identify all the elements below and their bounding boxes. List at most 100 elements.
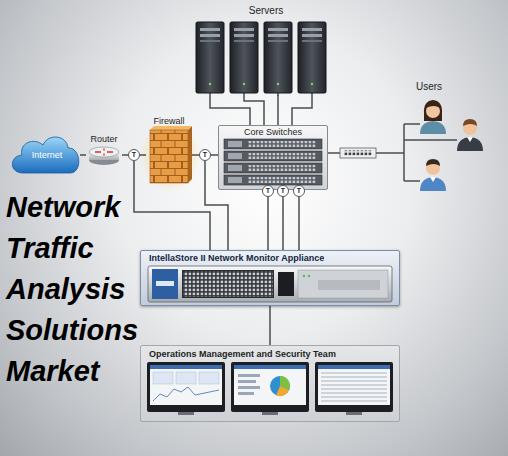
server-tower (268, 34, 288, 37)
server-tower (200, 40, 220, 42)
dashboard-monitor (315, 362, 393, 412)
dashboard-monitor (234, 365, 306, 369)
server-tower (268, 40, 288, 42)
firewall-device: Firewall (146, 116, 192, 184)
server-tower (298, 22, 326, 93)
appliance-panel: IntellaStore II Network Monitor Applianc… (140, 250, 400, 306)
server-tower (200, 28, 220, 31)
tap-marker: T (277, 185, 289, 197)
dashboard-monitor (199, 372, 219, 384)
user-icon (420, 100, 446, 134)
server-tower (277, 83, 279, 85)
server-tower (268, 28, 288, 31)
dashboard-monitor (178, 412, 194, 415)
server-tower (209, 83, 211, 85)
dashboard-monitor (318, 365, 390, 369)
dashboard-monitor (280, 376, 290, 390)
dashboard-monitor (176, 372, 196, 384)
panel-heading: Operations Management and Security Team (149, 349, 389, 359)
monitor-appliance (278, 272, 294, 296)
node-label: Internet (14, 150, 80, 160)
user-icon (420, 159, 446, 191)
network-link (328, 152, 396, 154)
rack-switch (224, 139, 322, 185)
dashboard-monitor (238, 386, 260, 389)
network-wire (134, 93, 457, 250)
server-tower (311, 83, 313, 85)
dashboard-monitor (321, 373, 387, 401)
monitor-appliance (303, 275, 306, 278)
server-tower (230, 22, 258, 93)
device-label: Router (80, 134, 128, 144)
firewall-icon (150, 126, 192, 130)
monitor-appliance (298, 270, 388, 298)
user-icon (420, 177, 446, 191)
router-icon (89, 147, 119, 157)
user-icon (467, 137, 473, 142)
network-link (277, 95, 279, 125)
rack-switch (228, 165, 242, 171)
monitor-appliance (148, 266, 392, 302)
server-group: Servers (190, 2, 342, 95)
dashboard-monitor (153, 387, 219, 401)
firewall-icon (188, 126, 192, 183)
dashboard-monitor (150, 365, 222, 405)
server-tower (234, 40, 254, 42)
monitor-appliance (148, 266, 392, 302)
rack-switch (228, 177, 242, 183)
internet-cloud: Internet (14, 135, 80, 175)
user-icon (430, 177, 436, 182)
dashboard-monitor (153, 372, 173, 384)
server-tower (264, 22, 292, 93)
router-device: Router (86, 134, 122, 164)
router-icon (89, 147, 119, 165)
network-link (298, 190, 300, 250)
rack-switch (224, 151, 322, 161)
server-tower (234, 28, 254, 31)
user-icon (426, 101, 440, 108)
monitor-appliance (318, 280, 380, 290)
rack-switch (248, 153, 316, 159)
dashboard-monitor (150, 365, 222, 369)
rack-switch (228, 153, 242, 159)
dashboard-monitor (346, 412, 362, 415)
box-heading: Core Switches (219, 127, 327, 137)
access-switch (344, 151, 372, 156)
dashboard-monitor (231, 362, 309, 415)
group-label: Users (399, 81, 459, 93)
server-tower (196, 22, 224, 93)
server-tower (298, 22, 326, 93)
user-icon (457, 119, 483, 151)
server-tower (302, 28, 322, 31)
server-tower (234, 34, 254, 37)
network-link (269, 306, 271, 345)
network-wire (244, 93, 264, 125)
firewall-icon (150, 130, 188, 183)
rack-switch (224, 139, 322, 149)
monitor-appliance (156, 281, 174, 286)
dashboard-monitor (231, 362, 309, 412)
dashboard-monitor (315, 362, 393, 415)
group-label: Servers (190, 5, 342, 17)
access-switch (340, 148, 376, 158)
user-icon (424, 100, 442, 121)
dashboard-monitor (262, 412, 278, 415)
monitor-appliance (182, 270, 274, 298)
access-switch (340, 148, 376, 158)
rack-switch (248, 177, 316, 183)
dashboard-monitor (147, 362, 225, 415)
server-tower (264, 22, 292, 93)
rack-switch (228, 141, 242, 147)
dashboard-monitor (238, 380, 256, 383)
core-switch-box: Core Switches (218, 125, 328, 190)
user-group: Users (396, 80, 505, 198)
dashboard-monitor (234, 365, 306, 405)
server-tower (302, 40, 322, 42)
server-tower (230, 22, 258, 93)
network-link (267, 190, 269, 250)
dashboard-monitor (318, 365, 390, 405)
operations-panel: Operations Management and Security Team (140, 345, 400, 422)
user-icon (463, 119, 477, 126)
